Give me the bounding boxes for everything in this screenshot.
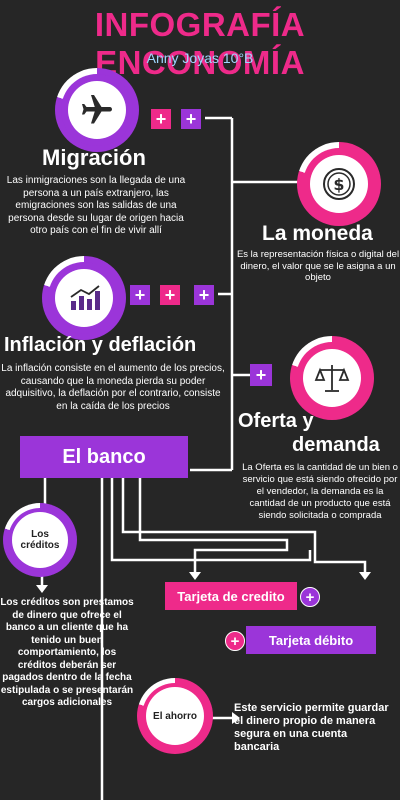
airplane-icon	[82, 95, 112, 124]
inflation-heading: Inflación y deflación	[4, 334, 197, 356]
savings-label: El ahorro	[153, 710, 197, 722]
plus-marker: +	[160, 285, 180, 305]
money-heading: La moneda	[262, 222, 373, 245]
credits-circle: Los créditos	[3, 503, 77, 577]
supply-heading-line2: demanda	[292, 434, 380, 456]
credits-label: Los créditos	[20, 529, 60, 551]
balance-scale-icon	[314, 365, 350, 392]
inflation-icon-circle	[42, 256, 126, 340]
savings-text: Este servicio permite guardar el dinero …	[234, 702, 389, 753]
dollar-coin-icon: $	[323, 168, 355, 200]
money-icon-circle: $	[297, 142, 381, 226]
supply-text: La Oferta es la cantidad de un bien o se…	[242, 462, 398, 521]
supply-heading-line1: Oferta y	[238, 410, 314, 432]
bar-chart-icon	[70, 285, 100, 310]
plus-marker: +	[300, 587, 320, 607]
plus-marker: +	[250, 364, 272, 386]
migration-icon-circle	[55, 68, 139, 152]
plus-marker: +	[194, 285, 214, 305]
money-text: Es la representación física o digital de…	[236, 249, 400, 283]
credits-text: Los créditos son prestamos de dinero que…	[0, 597, 134, 708]
inflation-text: La inflación consiste en el aumento de l…	[1, 363, 225, 412]
migration-text: Las inmigraciones son la llegada de una …	[6, 175, 186, 236]
svg-text:$: $	[333, 175, 344, 194]
plus-marker: +	[181, 109, 201, 129]
migration-heading: Migración	[42, 145, 146, 170]
plus-marker: +	[151, 109, 171, 129]
page-subtitle: Anny Joyas 10°B	[146, 50, 254, 66]
bank-box: El banco	[20, 436, 188, 478]
supply-icon-circle	[290, 336, 374, 420]
plus-marker: +	[225, 631, 245, 651]
debit-card-box: Tarjeta débito	[246, 626, 376, 654]
credit-card-box: Tarjeta de credito	[165, 582, 297, 610]
page-title: INFOGRAFÍA ENCONOMÍA	[94, 6, 306, 81]
plus-marker: +	[130, 285, 150, 305]
savings-circle: El ahorro	[137, 678, 213, 754]
